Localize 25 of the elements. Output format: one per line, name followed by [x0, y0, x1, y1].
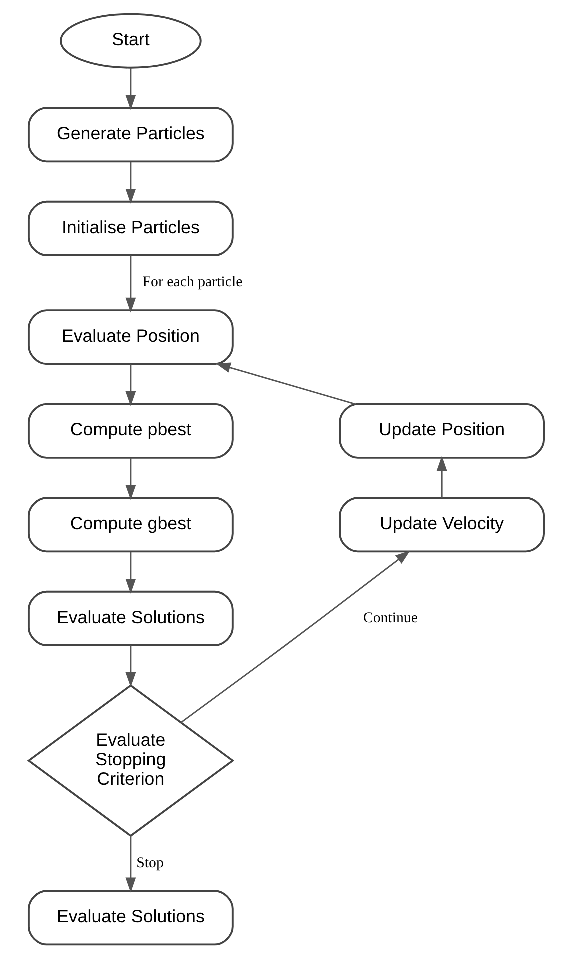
edge-label: Stop	[136, 855, 164, 872]
arrow	[125, 836, 136, 893]
arrow	[125, 458, 136, 500]
node-box: Evaluate Solutions	[27, 590, 234, 646]
arrow	[180, 550, 410, 724]
node-ellipse: Start	[60, 13, 202, 69]
arrow	[125, 68, 136, 110]
arrow	[125, 646, 136, 688]
node-box: Evaluate Solutions	[27, 890, 234, 946]
node-diamond: Evaluate Stopping Criterion	[26, 684, 234, 838]
arrow	[436, 456, 447, 498]
arrow	[215, 362, 355, 405]
node-box: Update Velocity	[338, 497, 545, 553]
arrow	[125, 552, 136, 594]
node-box: Compute pbest	[27, 403, 234, 459]
arrow	[125, 162, 136, 204]
node-box: Compute gbest	[27, 497, 234, 553]
arrow	[125, 364, 136, 406]
node-box: Generate Particles	[27, 107, 234, 163]
edge-label: For each particle	[142, 274, 242, 291]
edge-label: Continue	[362, 610, 418, 626]
node-box: Update Position	[338, 403, 545, 459]
node-box: Initialise Particles	[27, 200, 234, 256]
arrow	[125, 256, 136, 313]
node-box: Evaluate Position	[27, 310, 234, 366]
